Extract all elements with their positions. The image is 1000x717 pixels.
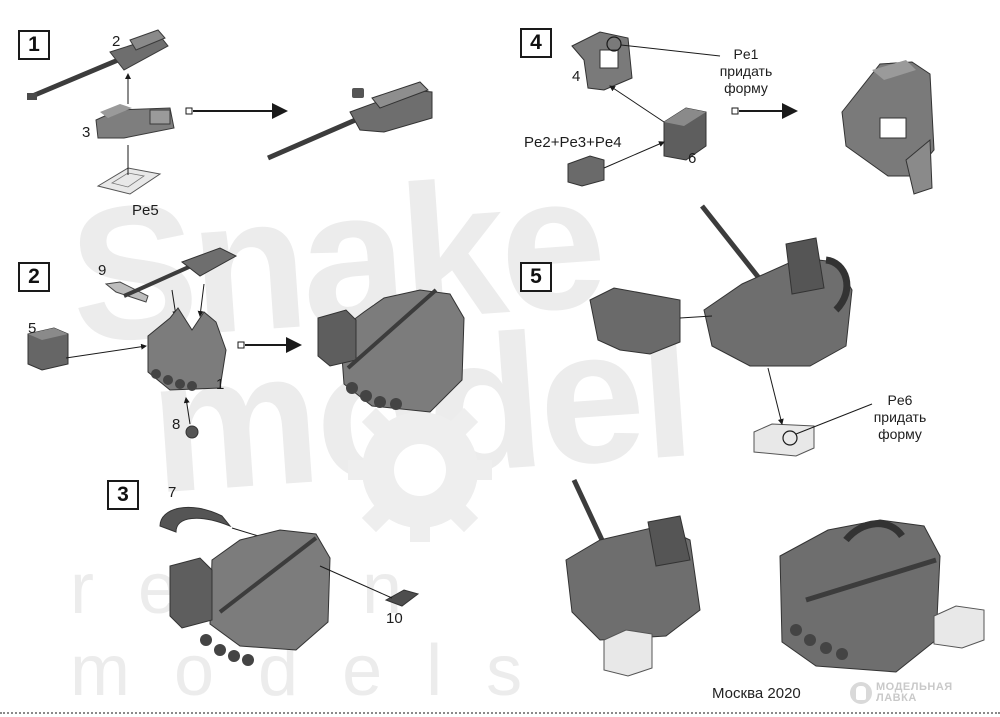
part-label-5: 5	[28, 320, 37, 337]
part-label-6: 6	[688, 150, 697, 167]
part-label-2: 2	[112, 33, 121, 50]
note-pe1-shape: Pe1 придать форму	[704, 46, 788, 97]
step4-block-part6	[663, 107, 707, 161]
step4-arrow-up	[609, 85, 665, 123]
note-pe6-text: Pe6 придать форму	[873, 392, 927, 442]
leader-circle-icon	[782, 430, 798, 446]
gear-logo-icon	[348, 398, 492, 542]
shop-logo-icon	[850, 682, 872, 704]
footer-city-year: Москва 2020	[712, 685, 801, 702]
bottom-dotted-border	[0, 712, 1000, 714]
step4-arrow-pe	[603, 141, 665, 169]
step5-arrow-down	[767, 367, 784, 425]
step2-arrow-box	[65, 343, 147, 359]
step1-result-arrow	[185, 103, 288, 119]
step4-frame-part4	[571, 31, 633, 91]
shop-logo: МОДЕЛЬНАЯ ЛАВКА	[850, 682, 953, 704]
note-pe1-text: Pe1 придать форму	[719, 46, 773, 96]
part-label-1: 1	[216, 376, 225, 393]
part-label-4: 4	[572, 68, 581, 85]
step2-arrow-knob	[183, 397, 191, 425]
step5-final-view-left	[565, 478, 701, 677]
part-label-7: 7	[168, 484, 177, 501]
part-label-9: 9	[98, 262, 107, 279]
step2-box-part5	[27, 327, 69, 371]
step3-belt-part7	[159, 506, 232, 533]
step-number-3: 3	[107, 480, 139, 510]
step2-mount-part1	[147, 307, 227, 391]
step1-bracket-part3	[95, 104, 175, 139]
step2-arrow-b	[197, 283, 205, 317]
step4-pe1-leader	[606, 36, 721, 57]
step5-pe6-part	[753, 423, 815, 457]
step-number-4: 4	[520, 28, 552, 58]
step-number-5: 5	[520, 262, 552, 292]
step5-pe6-leader	[782, 403, 873, 446]
step-number-1: 1	[18, 30, 50, 60]
step2-result-assembly	[317, 288, 465, 413]
step5-mount-assembly	[700, 204, 853, 367]
step5-leader-frame	[679, 315, 713, 319]
step4-result-arrow	[731, 103, 798, 119]
step2-knob-part8	[185, 425, 199, 439]
part-label-8: 8	[172, 416, 181, 433]
step3-assembly	[169, 529, 331, 666]
step4-result-part	[841, 60, 935, 195]
step2-gun-assembly	[123, 247, 238, 298]
step3-arrow-plate	[319, 565, 393, 599]
part-label-3: 3	[82, 124, 91, 141]
step-number-2: 2	[18, 262, 50, 292]
part-label-10: 10	[386, 610, 403, 627]
step2-rod-part9	[104, 281, 149, 303]
step1-gun-part2	[27, 29, 169, 100]
step2-result-arrow	[237, 337, 302, 353]
shop-logo-text: МОДЕЛЬНАЯ ЛАВКА	[876, 681, 953, 704]
part-label-pe5: Pe5	[132, 202, 159, 219]
step1-pe5-plate	[96, 167, 162, 195]
note-pe6-shape: Pe6 придать форму	[858, 392, 942, 443]
step4-pe-parts	[567, 155, 605, 187]
step3-plate-part10	[384, 589, 420, 607]
step1-result-gun	[267, 81, 433, 161]
part-label-pe2-pe3-pe4: Pe2+Pe3+Pe4	[524, 134, 622, 151]
step5-final-view-right	[779, 519, 985, 673]
leader-circle-icon	[606, 36, 622, 52]
step5-frame	[589, 287, 681, 355]
